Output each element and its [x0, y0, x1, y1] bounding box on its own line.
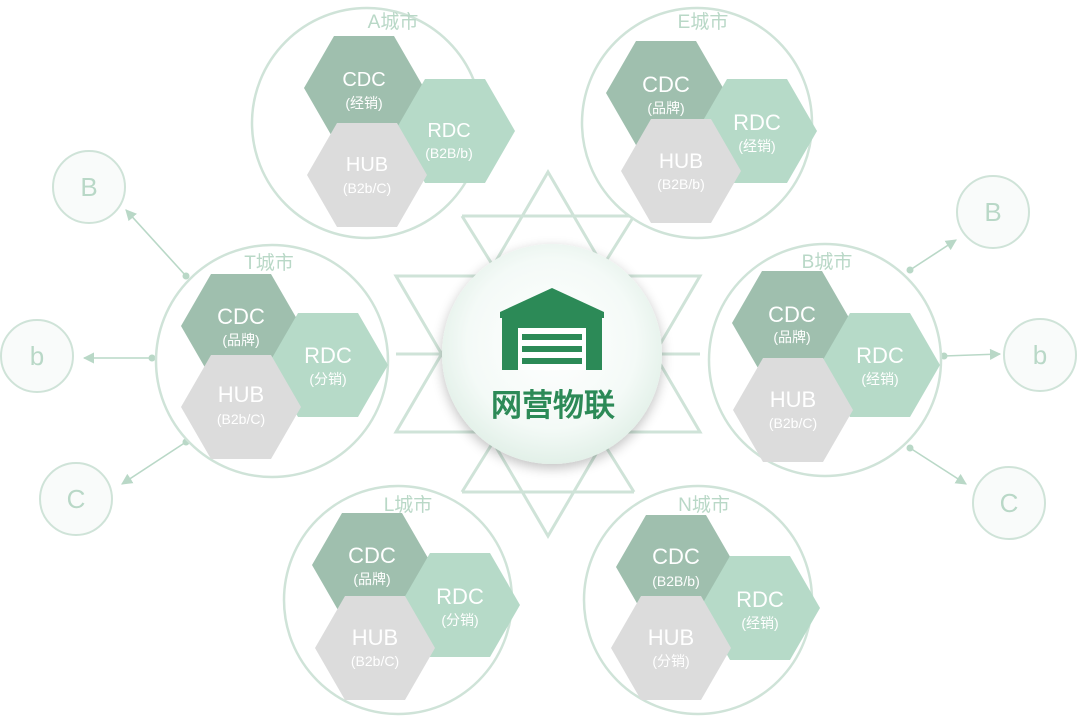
endpoint-node: C	[972, 466, 1046, 540]
city-node-A: A城市 CDC (经销) RDC (B2B/b) HUB (B2b/C)	[250, 6, 515, 240]
hub-sub: (B2b/C)	[343, 180, 391, 196]
rdc-sub: (B2B/b)	[425, 145, 472, 161]
cdc-hex: CDC (品牌)	[732, 271, 852, 375]
arrow-start-dot	[940, 352, 948, 360]
endpoint-node: B	[956, 175, 1030, 249]
cdc-sub: (品牌)	[773, 329, 810, 345]
cdc-name: CDC	[642, 72, 690, 97]
rdc-hex: RDC (B2B/b)	[395, 79, 515, 183]
hub-sub: (B2b/C)	[351, 653, 399, 669]
city-node-E: E城市 CDC (品牌) RDC (经销) HUB (B2B/b)	[580, 6, 817, 240]
cdc-name: CDC	[342, 69, 385, 91]
city-title: B城市	[802, 251, 853, 273]
hub-name: HUB	[218, 382, 264, 407]
arrow-start-dot	[906, 444, 914, 452]
hub-hex: HUB (B2B/b)	[621, 119, 741, 223]
endpoint-label: C	[67, 484, 86, 514]
hub-sub: (B2b/C)	[217, 411, 265, 427]
cdc-sub: (经销)	[345, 95, 382, 111]
center-title: 网营物联	[491, 388, 615, 423]
rdc-sub: (分销)	[441, 612, 478, 628]
hub-name: HUB	[346, 154, 388, 176]
right-endpoints: B b C	[956, 175, 1077, 540]
cdc-name: CDC	[348, 543, 396, 568]
hub-hex: HUB (B2b/C)	[315, 596, 435, 700]
rdc-sub: (分销)	[309, 371, 346, 387]
city-title: T城市	[244, 252, 294, 274]
rdc-name: RDC	[733, 110, 781, 135]
endpoint-label: B	[984, 197, 1001, 227]
cdc-name: CDC	[652, 544, 700, 569]
rdc-name: RDC	[427, 120, 470, 142]
arrow-start-dot	[148, 354, 156, 362]
warehouse-icon	[500, 288, 604, 370]
arrow-to-right-B	[909, 239, 957, 271]
arrow-start-dot	[182, 272, 190, 280]
arrow-to-right-C	[909, 447, 967, 485]
endpoint-label: B	[80, 172, 97, 202]
city-node-B: B城市 CDC (品牌) RDC (经销) HUB (B2b/C)	[707, 242, 943, 478]
rdc-sub: (经销)	[861, 371, 898, 387]
hub-name: HUB	[648, 625, 694, 650]
hub-name: HUB	[659, 150, 703, 173]
hub-hex: HUB (分销)	[611, 596, 731, 700]
hub-sub: (B2B/b)	[657, 176, 704, 192]
arrow-to-left-C	[121, 441, 187, 485]
rdc-hex: RDC (经销)	[700, 556, 820, 660]
cdc-hex: CDC (品牌)	[312, 513, 432, 617]
rdc-hex: RDC (分销)	[400, 553, 520, 657]
endpoint-label: C	[1000, 488, 1019, 518]
arrow-to-left-B	[125, 209, 187, 277]
rdc-hex: RDC (经销)	[820, 313, 940, 417]
endpoint-label: b	[1033, 340, 1047, 370]
cdc-hex: CDC (经销)	[304, 36, 424, 140]
rdc-name: RDC	[436, 584, 484, 609]
rdc-sub: (经销)	[741, 615, 778, 631]
hub-hex: HUB (B2b/C)	[307, 123, 427, 227]
arrow-start-dot	[906, 266, 914, 274]
cdc-name: CDC	[768, 302, 816, 327]
city-title: E城市	[678, 11, 729, 33]
rdc-sub: (经销)	[738, 138, 775, 154]
cdc-sub: (B2B/b)	[652, 573, 699, 589]
hub-hex: HUB (B2b/C)	[181, 355, 301, 459]
arrow-to-right-b	[943, 348, 1002, 360]
city-title: N城市	[678, 494, 730, 516]
endpoint-node: b	[0, 319, 74, 393]
cdc-hex: CDC (B2B/b)	[616, 515, 736, 619]
endpoint-arrows	[82, 209, 1002, 485]
cdc-sub: (品牌)	[353, 571, 390, 587]
hub-name: HUB	[352, 625, 398, 650]
rdc-name: RDC	[304, 343, 352, 368]
cdc-hex: CDC (品牌)	[181, 274, 301, 378]
city-node-L: L城市 CDC (品牌) RDC (分销) HUB (B2b/C)	[282, 484, 520, 716]
city-node-T: T城市 CDC (品牌) RDC (分销) HUB (B2b/C)	[154, 243, 390, 479]
rdc-name: RDC	[736, 587, 784, 612]
endpoint-label: b	[30, 341, 44, 371]
hub-name: HUB	[770, 387, 816, 412]
hub-sub: (B2b/C)	[769, 415, 817, 431]
endpoint-node: B	[52, 150, 126, 224]
center-hub: 网营物联	[442, 244, 662, 464]
hub-hex: HUB (B2b/C)	[733, 358, 853, 462]
city-node-N: N城市 CDC (B2B/b) RDC (经销) HUB (分销)	[582, 484, 820, 716]
cdc-name: CDC	[217, 304, 265, 329]
cdc-sub: (品牌)	[222, 332, 259, 348]
city-title: L城市	[384, 494, 433, 516]
rdc-hex: RDC (分销)	[268, 313, 388, 417]
city-title: A城市	[368, 11, 419, 33]
endpoint-node: b	[1003, 318, 1077, 392]
left-endpoints: B b C	[0, 150, 126, 536]
endpoint-node: C	[39, 462, 113, 536]
cdc-sub: (品牌)	[647, 100, 684, 116]
rdc-name: RDC	[856, 343, 904, 368]
hub-sub: (分销)	[652, 653, 689, 669]
